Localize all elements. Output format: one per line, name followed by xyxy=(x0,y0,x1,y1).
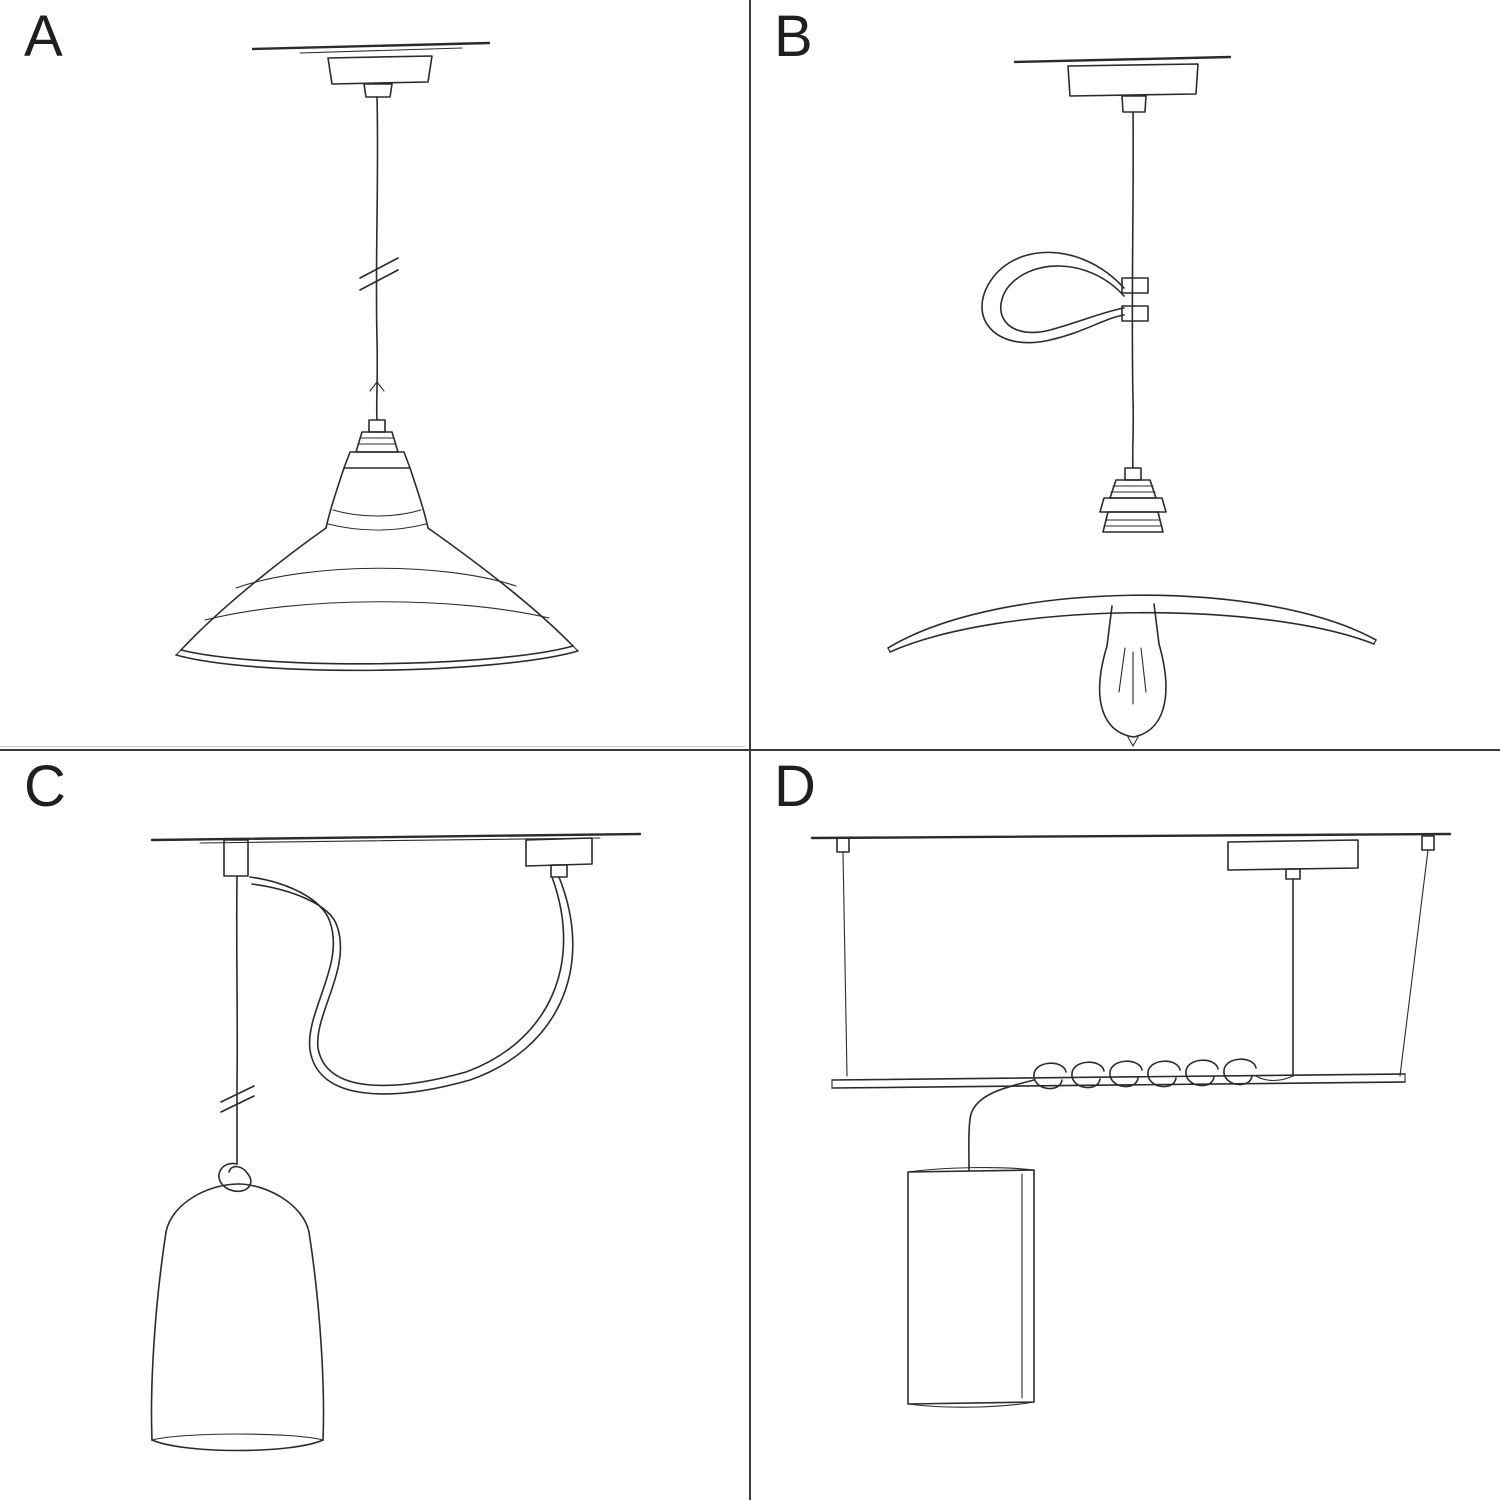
pendant-swag-hook-bell-shade-icon xyxy=(150,832,642,1452)
panel-c: C xyxy=(0,750,750,1500)
panel-c-label: C xyxy=(24,754,67,819)
pendant-straight-cable-bowl-shade-icon xyxy=(175,41,579,672)
panel-b: B xyxy=(750,0,1500,750)
panel-a: A xyxy=(0,0,750,750)
divider-horizontal-soft xyxy=(0,746,745,747)
pendant-bar-coiled-cable-tube-shade-icon xyxy=(810,832,1452,1408)
panel-d-label: D xyxy=(774,754,817,819)
divider-horizontal xyxy=(0,749,1500,751)
panel-d: D xyxy=(750,750,1500,1500)
pendant-cable-tie-flat-shade-bulb-icon xyxy=(887,55,1377,747)
panel-b-label: B xyxy=(774,4,814,69)
panel-a-label: A xyxy=(24,4,64,69)
